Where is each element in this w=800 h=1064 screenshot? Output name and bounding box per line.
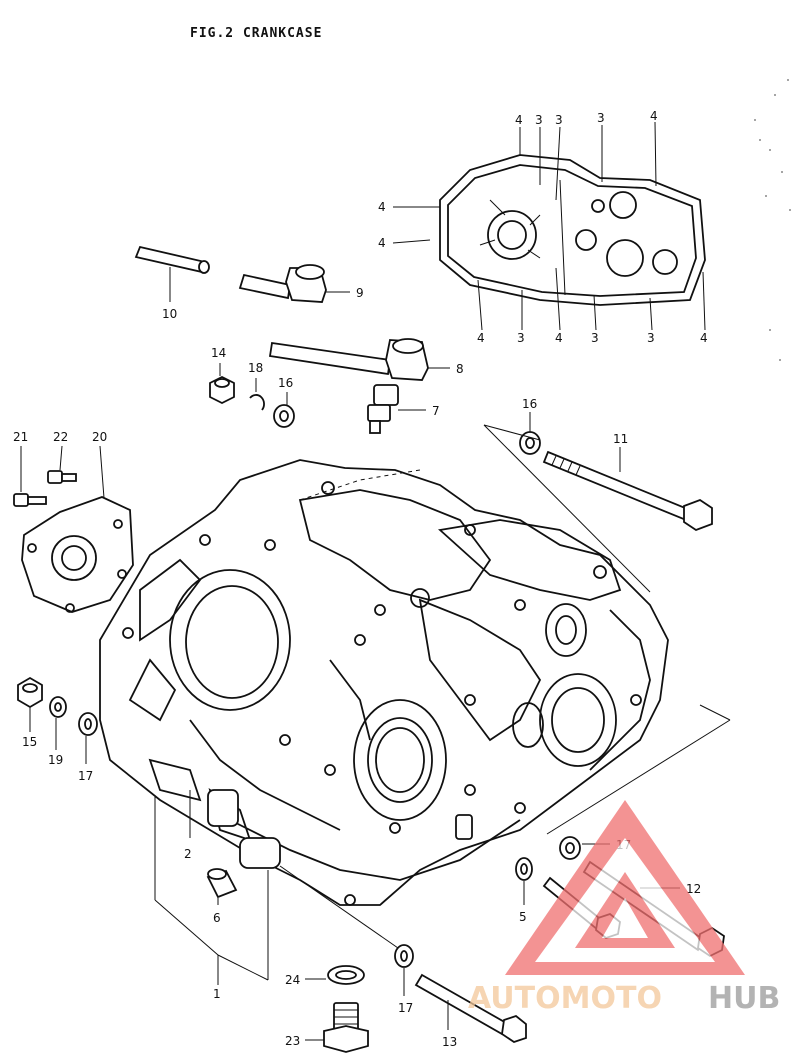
callout-4-left-b: 4 [378, 236, 386, 250]
parts-16-11: 16 11 [483, 397, 713, 593]
figure-title: FIG.2 CRANKCASE [190, 26, 323, 41]
callout-17-bottom: 17 [398, 1001, 413, 1015]
callout-1: 1 [213, 987, 221, 1001]
callout-8: 8 [456, 362, 464, 376]
callout-3-top-a: 3 [535, 113, 543, 127]
callout-3-bottom-c: 3 [647, 331, 655, 345]
automotohub-watermark: AUTOMOTO HUB [468, 800, 780, 1016]
callout-16-left: 16 [278, 376, 293, 390]
callout-2: 2 [184, 847, 192, 861]
callout-10: 10 [162, 307, 177, 321]
callout-20: 20 [92, 430, 107, 444]
callout-3-top-b: 3 [555, 113, 563, 127]
callout-15: 15 [22, 735, 37, 749]
callout-4-top-a: 4 [515, 113, 523, 127]
parts-17-13-24-23: 17 13 24 23 [279, 865, 527, 1053]
crankcase-gasket [439, 154, 706, 306]
scan-noise [754, 79, 791, 361]
callout-16-right: 16 [522, 397, 537, 411]
callout-3-bottom-a: 3 [517, 331, 525, 345]
callout-7: 7 [432, 404, 440, 418]
callout-9: 9 [356, 286, 364, 300]
gasket-callouts: 4 3 3 3 4 4 4 4 3 4 3 3 4 [378, 109, 708, 345]
callout-3-top-c: 3 [597, 111, 605, 125]
callout-24: 24 [285, 973, 300, 987]
callout-13: 13 [442, 1035, 457, 1049]
part-10-hose: 10 [134, 245, 210, 321]
watermark-text-hub: HUB [708, 981, 780, 1016]
callout-6: 6 [213, 911, 221, 925]
parts-15-19-17: 15 19 17 [17, 676, 98, 783]
callout-22: 22 [53, 430, 68, 444]
callout-18: 18 [248, 361, 263, 375]
crankcase-body [99, 459, 669, 906]
callout-19: 19 [48, 753, 63, 767]
part-5-washer: 5 [515, 857, 533, 924]
callout-11: 11 [613, 432, 628, 446]
watermark-text-auto: AUTOMOTO [468, 981, 662, 1016]
part-9-hose-clamp: 9 [238, 264, 364, 303]
parts-6-2-1: 6 2 1 [154, 790, 269, 1001]
callout-12: 12 [686, 882, 701, 896]
callout-4-top-b: 4 [650, 109, 658, 123]
part-7-union: 7 [367, 384, 440, 434]
callout-5: 5 [519, 910, 527, 924]
parts-14-18-16: 14 18 16 [209, 346, 295, 428]
callout-4-left-a: 4 [378, 200, 386, 214]
callout-21: 21 [13, 430, 28, 444]
callout-3-bottom-b: 3 [591, 331, 599, 345]
callout-4-bottom-a: 4 [477, 331, 485, 345]
callout-17-left: 17 [78, 769, 93, 783]
callout-4-bottom-b: 4 [555, 331, 563, 345]
callout-4-bottom-c: 4 [700, 331, 708, 345]
callout-23: 23 [285, 1034, 300, 1048]
callout-14: 14 [211, 346, 226, 360]
parts-21-22-20: 21 22 20 [13, 430, 134, 613]
part-8-hose-clamp: 8 [268, 338, 464, 381]
